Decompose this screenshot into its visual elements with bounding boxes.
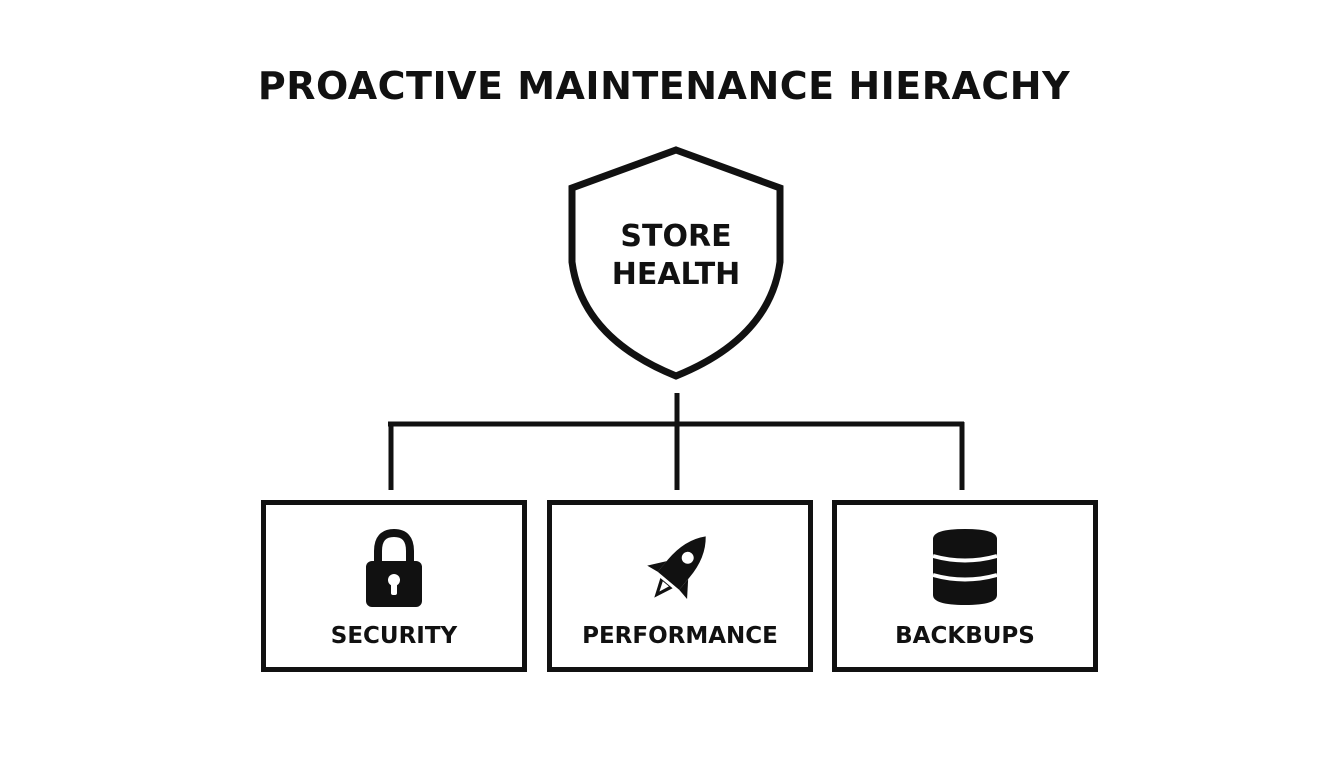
root-node-label: STORE HEALTH — [576, 218, 776, 294]
padlock-icon — [366, 528, 422, 607]
child-node-security: SECURITY — [261, 500, 527, 672]
child-label-backups: BACKBUPS — [895, 623, 1035, 649]
root-label-line1: STORE — [620, 219, 732, 254]
connector-lines — [388, 393, 965, 490]
diagram-title: PROACTIVE MAINTENANCE HIERACHY — [257, 64, 1071, 108]
rocket-icon — [647, 536, 706, 600]
database-icon — [932, 529, 998, 605]
child-label-security: SECURITY — [330, 623, 458, 649]
root-label-line2: HEALTH — [611, 257, 741, 292]
child-label-performance: PERFORMANCE — [582, 623, 778, 649]
child-node-backups: BACKBUPS — [832, 500, 1098, 672]
shield-icon — [568, 146, 784, 380]
child-node-performance: PERFORMANCE — [547, 500, 813, 672]
